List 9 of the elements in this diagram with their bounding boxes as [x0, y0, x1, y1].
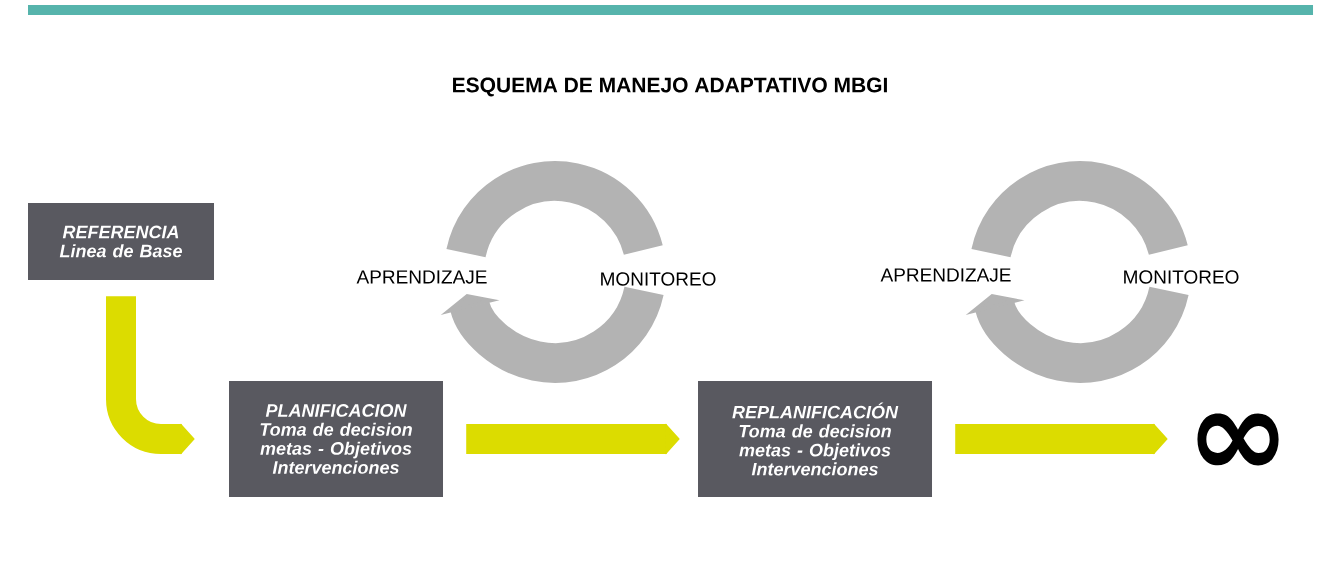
- cycle-label: APRENDIZAJE: [356, 270, 487, 284]
- process-box: PLANIFICACION Toma de decision metas - Objetivos Intervenciones: [229, 381, 443, 497]
- process-box: REPLANIFICACIÓN Toma de decision metas - Objetivos Intervenciones: [698, 381, 932, 497]
- cycle-label: MONITOREO: [1124, 270, 1239, 284]
- infinity-symbol: ∞: [1197, 413, 1279, 466]
- cycle-label: APRENDIZAJE: [880, 268, 1011, 282]
- title: ESQUEMA DE MANEJO ADAPTATIVO MBGI: [453, 77, 887, 97]
- cycle-label: MONITOREO: [601, 272, 716, 286]
- process-box: REFERENCIA Linea de Base: [28, 203, 214, 280]
